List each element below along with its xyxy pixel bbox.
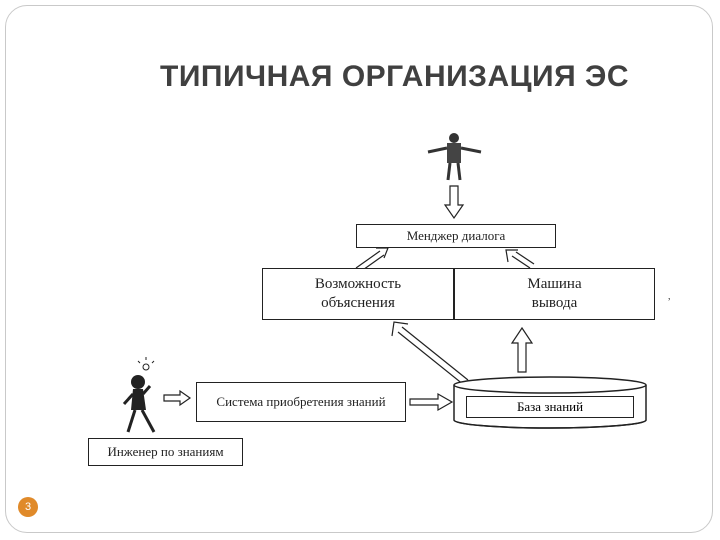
arrow-kb-to-explain	[391, 321, 469, 386]
knowledge-engineer-box: Инженер по знаниям	[88, 438, 243, 466]
slide-title: ТИПИЧНАЯ ОРГАНИЗАЦИЯ ЭС	[160, 60, 630, 93]
arrow-kb-to-inference	[510, 326, 534, 373]
slide-number-badge: 3	[18, 497, 38, 517]
arrow-dialog-to-inference	[505, 249, 535, 269]
knowledge-engineer-label: Инженер по знаниям	[107, 444, 224, 459]
explanation-label-line2: объяснения	[321, 295, 395, 311]
engineer-figure-icon	[122, 357, 156, 433]
stray-mark: ,	[668, 291, 671, 302]
knowledge-acquisition-box: Система приобретения знаний	[196, 382, 406, 422]
inference-engine-box: Машина вывода	[454, 268, 655, 320]
inference-label-line2: вывода	[531, 295, 578, 311]
arrow-engineer-to-acq	[163, 389, 192, 407]
explanation-box: Возможность объяснения	[262, 268, 454, 320]
dialog-manager-box: Менджер диалога	[356, 224, 556, 248]
arrow-user-to-dialog	[443, 185, 465, 220]
knowledge-acquisition-label: Система приобретения знаний	[216, 394, 386, 409]
explanation-label-line1: Возможность	[314, 276, 402, 292]
inference-label-line1: Машина	[527, 276, 582, 292]
knowledge-base-label: База знаний	[466, 396, 634, 418]
user-figure-icon	[427, 133, 482, 181]
dialog-manager-label: Менджер диалога	[406, 228, 506, 243]
arrow-acq-to-kb	[409, 392, 454, 412]
